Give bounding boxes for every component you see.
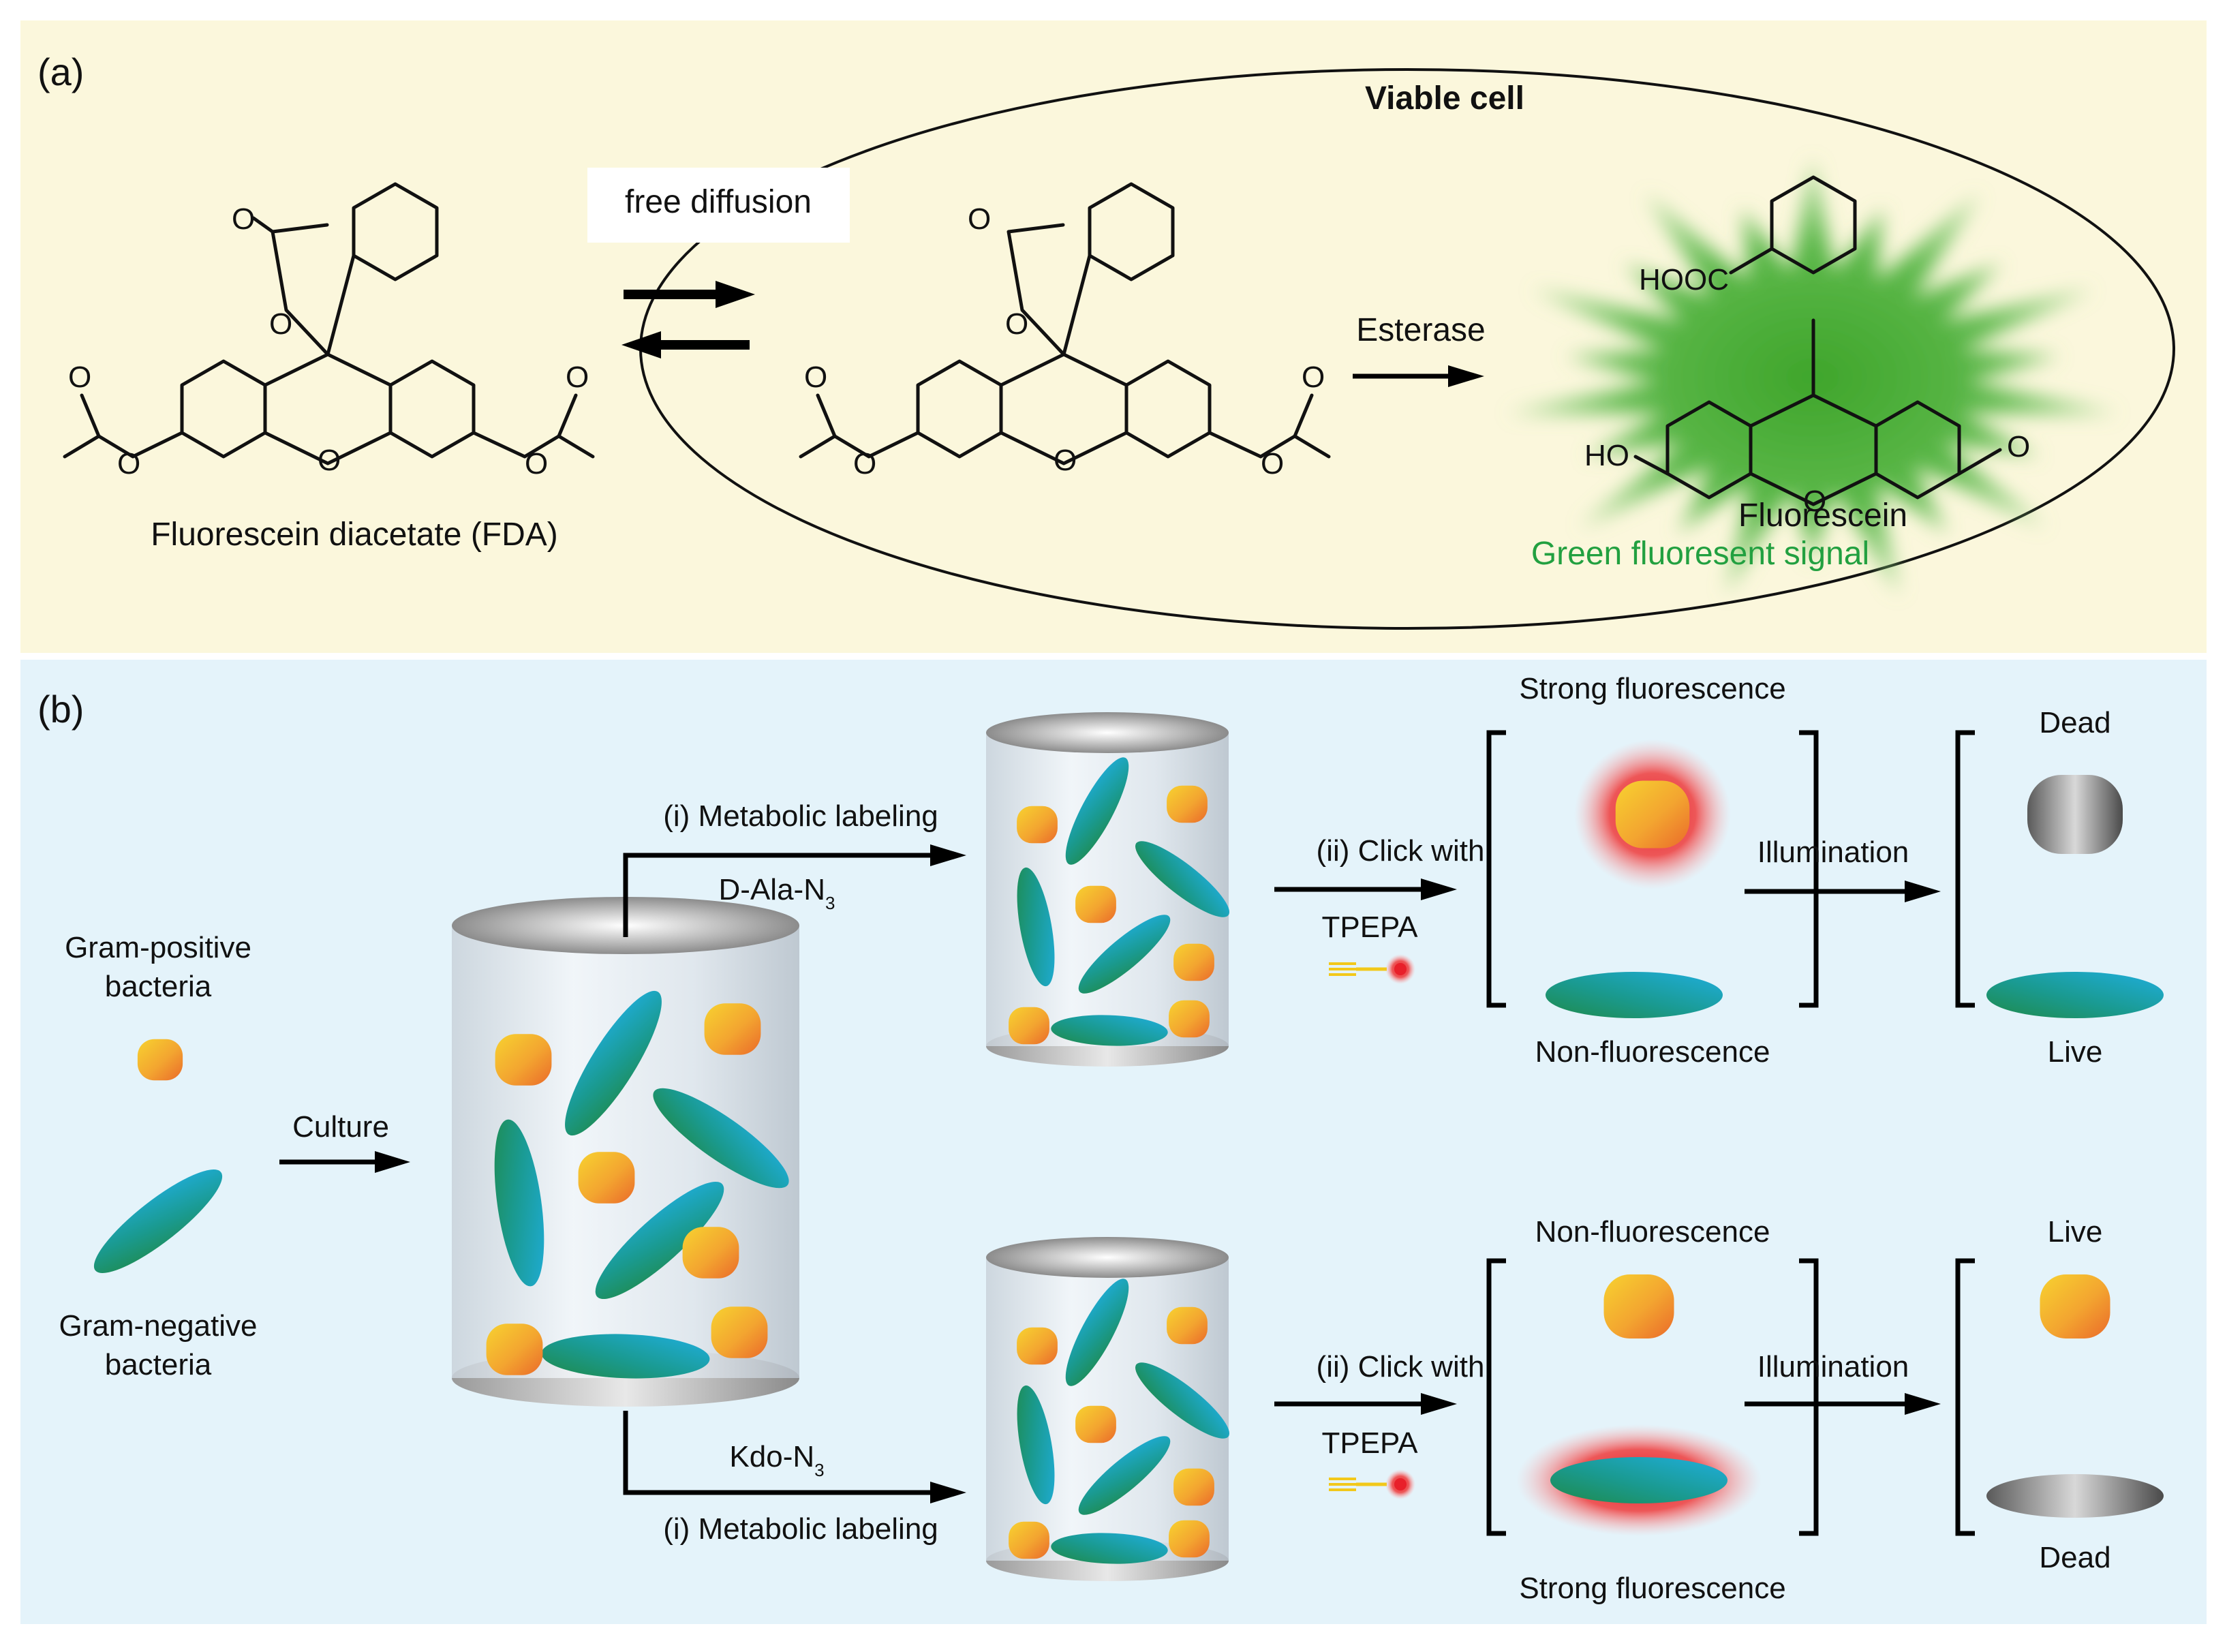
- labeled-cylinder-top: [986, 712, 1238, 1067]
- inner-ring-o: O: [1005, 307, 1028, 341]
- top-result-bracket: [1955, 730, 1975, 1008]
- fda-ester-o-right: O: [525, 447, 548, 480]
- fda-molecule-left: [63, 184, 595, 465]
- bottom-result-upper: Live: [2048, 1215, 2103, 1249]
- fluorescein-keto-o: O: [2007, 430, 2030, 463]
- bottom-step-i: (i) Metabolic labeling: [663, 1512, 938, 1546]
- top-reagent: D-Ala-N3: [719, 873, 835, 913]
- gram-negative-line1: Gram-negative: [59, 1309, 257, 1343]
- bottom-lower-state: Strong fluorescence: [1519, 1572, 1785, 1605]
- labeled-cylinder-bottom: [986, 1237, 1238, 1581]
- panel-a-label: (a): [37, 50, 84, 93]
- fda-carbonyl-o: O: [232, 202, 255, 236]
- inner-carbonyl-o: O: [968, 202, 991, 236]
- branch-arrow-bottom: [623, 1411, 966, 1503]
- fda-acyl-o-right: O: [566, 361, 589, 394]
- esterase-label: Esterase: [1356, 312, 1485, 348]
- top-upper-state: Strong fluorescence: [1519, 672, 1785, 705]
- top-illumination: Illumination: [1757, 836, 1909, 869]
- fda-name: Fluorescein diacetate (FDA): [151, 517, 558, 553]
- branch-arrow-top: [623, 844, 966, 937]
- inner-acyl-o-left: O: [804, 361, 827, 394]
- fluorescein-hooc: HOOC: [1639, 263, 1729, 296]
- esterase-arrow: [1353, 365, 1484, 387]
- green-signal-label: Green fluoresent signal: [1531, 536, 1869, 572]
- bottom-illumination-arrow: [1745, 1393, 1941, 1415]
- fda-ring-o: O: [269, 307, 292, 341]
- bottom-probe-icon: [1329, 1469, 1415, 1499]
- top-unlabeled-rod: [1546, 972, 1723, 1018]
- top-illumination-arrow: [1745, 881, 1941, 902]
- top-labeled-cocci: [1615, 780, 1690, 848]
- top-step-i: (i) Metabolic labeling: [663, 799, 938, 833]
- gram-negative-line2: bacteria: [105, 1348, 212, 1381]
- top-dead-cocci: [2027, 775, 2123, 854]
- fluorescein-bridge-o: O: [1803, 485, 1826, 518]
- fda-bridge-o: O: [318, 444, 341, 477]
- inner-ester-o-right: O: [1261, 447, 1284, 480]
- bottom-labeled-rod: [1550, 1457, 1727, 1503]
- legend-cocci: [137, 1039, 183, 1081]
- culture-arrow: [279, 1151, 410, 1173]
- fda-ester-o-left: O: [117, 447, 140, 480]
- top-probe-icon: [1329, 954, 1415, 984]
- bottom-reagent: Kdo-N3: [729, 1440, 824, 1480]
- culture-label: Culture: [292, 1110, 389, 1144]
- bottom-unlabeled-cocci: [1603, 1274, 1674, 1339]
- top-lower-state: Non-fluorescence: [1535, 1035, 1770, 1069]
- gram-positive-line2: bacteria: [105, 970, 212, 1003]
- bottom-dead-rod: [1986, 1474, 2164, 1518]
- viable-cell-title: Viable cell: [1365, 80, 1524, 117]
- fluorescein-name: Fluorescein: [1738, 498, 1907, 534]
- top-result-lower: Live: [2048, 1035, 2103, 1069]
- bottom-step-ii: (ii) Click with: [1317, 1350, 1485, 1383]
- free-diffusion-box: [587, 168, 850, 243]
- bottom-click-arrow: [1274, 1393, 1457, 1415]
- top-result-upper: Dead: [2039, 706, 2110, 739]
- bottom-result-bracket: [1955, 1258, 1975, 1536]
- fda-molecule-inside: [799, 184, 1331, 465]
- top-state-bracket: [1486, 730, 1819, 1008]
- bottom-live-cocci: [2040, 1274, 2110, 1339]
- panel-b-label: (b): [37, 688, 84, 731]
- inner-bridge-o: O: [1054, 444, 1077, 477]
- bottom-state-bracket: [1486, 1258, 1819, 1536]
- bottom-probe: TPEPA: [1321, 1426, 1418, 1460]
- free-diffusion-label: free diffusion: [625, 184, 812, 220]
- fluorescein-molecule: [1633, 177, 2002, 506]
- fda-acyl-o-left: O: [68, 361, 91, 394]
- top-probe: TPEPA: [1321, 911, 1418, 944]
- culture-cylinder: [452, 897, 800, 1407]
- fluorescein-ho: HO: [1584, 439, 1629, 472]
- top-click-arrow: [1274, 878, 1457, 900]
- inner-ester-o-left: O: [853, 447, 876, 480]
- bottom-upper-state: Non-fluorescence: [1535, 1215, 1770, 1249]
- bottom-result-lower: Dead: [2039, 1541, 2110, 1574]
- top-live-rod: [1986, 972, 2164, 1018]
- top-step-ii: (ii) Click with: [1317, 834, 1485, 868]
- inner-acyl-o-right: O: [1302, 361, 1325, 394]
- bottom-illumination: Illumination: [1757, 1350, 1909, 1383]
- diffusion-arrows: [621, 281, 755, 358]
- gram-positive-line1: Gram-positive: [65, 931, 251, 964]
